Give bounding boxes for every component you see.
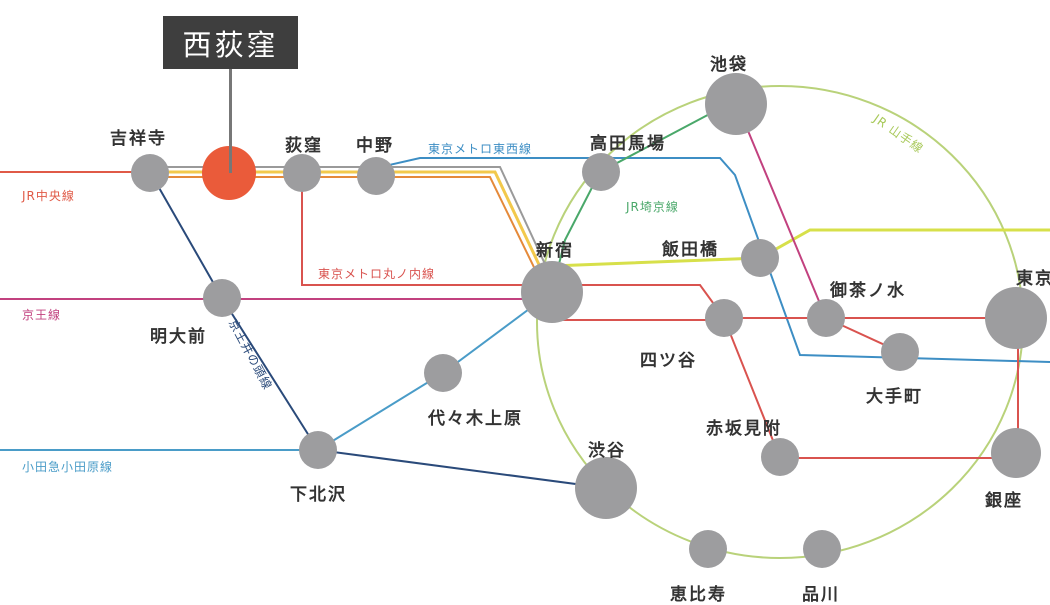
label-nakano: 中野	[356, 136, 394, 156]
label-yoyogiuehara: 代々木上原	[428, 409, 523, 429]
station-ogikubo[interactable]	[283, 154, 321, 192]
label-akasakamitsuke: 赤坂見附	[706, 419, 782, 439]
label-meidaimae: 明大前	[150, 327, 207, 347]
label-saikyo-line: JR埼京線	[626, 200, 679, 214]
label-keio-line: 京王線	[22, 308, 62, 322]
station-shimokitazawa[interactable]	[299, 431, 337, 469]
label-ikebukuro: 池袋	[710, 55, 748, 75]
station-iidabashi[interactable]	[741, 239, 779, 277]
station-kichijoji[interactable]	[131, 154, 169, 192]
station-meidaimae[interactable]	[203, 279, 241, 317]
marunouchi-north	[735, 101, 827, 319]
marunouchi-line	[301, 175, 1018, 319]
tozai-line	[375, 157, 1050, 363]
station-akasakamitsuke[interactable]	[761, 438, 799, 476]
label-shinjuku: 新宿	[536, 241, 574, 261]
station-takadanobaba[interactable]	[582, 153, 620, 191]
sobu-line	[551, 228, 1050, 268]
nishiogikubo-callout: 西荻窪	[163, 16, 298, 69]
label-marunouchi-line: 東京メトロ丸ノ内線	[318, 267, 436, 281]
station-ginza[interactable]	[991, 428, 1041, 478]
station-nishiogikubo[interactable]	[202, 146, 256, 200]
station-yotsuya[interactable]	[705, 299, 743, 337]
chuo-line-2	[150, 176, 549, 297]
label-yotsuya: 四ツ谷	[640, 351, 697, 371]
station-shibuya[interactable]	[575, 457, 637, 519]
label-ochanomizu: 御茶ノ水	[830, 281, 906, 301]
label-jr-chuo-line: JR中央線	[22, 189, 75, 203]
label-shimokitazawa: 下北沢	[290, 485, 347, 505]
station-yoyogiuehara[interactable]	[424, 354, 462, 392]
label-tozai-line: 東京メトロ東西線	[428, 142, 533, 156]
label-tokyo: 東京	[1016, 269, 1050, 289]
inokashira-line	[149, 171, 607, 489]
station-nakano[interactable]	[357, 157, 395, 195]
label-shinagawa: 品川	[802, 585, 840, 605]
station-ochanomizu[interactable]	[807, 299, 845, 337]
label-takadanobaba: 高田馬場	[590, 134, 666, 154]
callout-pointer	[229, 69, 232, 173]
label-iidabashi: 飯田橋	[662, 240, 719, 260]
label-ebisu: 恵比寿	[670, 585, 727, 605]
chuo-line-3	[150, 166, 558, 291]
station-ikebukuro[interactable]	[705, 73, 767, 135]
station-shinagawa[interactable]	[803, 530, 841, 568]
label-ginza: 銀座	[985, 491, 1023, 511]
chuo-line	[150, 170, 554, 293]
label-shibuya: 渋谷	[588, 441, 626, 461]
station-ebisu[interactable]	[689, 530, 727, 568]
label-ogikubo: 荻窪	[285, 136, 323, 156]
callout-label: 西荻窪	[182, 27, 279, 62]
station-otemachi[interactable]	[881, 333, 919, 371]
label-otemachi: 大手町	[866, 387, 923, 407]
label-odakyu-line: 小田急小田原線	[22, 460, 114, 474]
label-kichijoji: 吉祥寺	[110, 129, 167, 149]
station-tokyo[interactable]	[985, 287, 1047, 349]
station-shinjuku[interactable]	[521, 261, 583, 323]
